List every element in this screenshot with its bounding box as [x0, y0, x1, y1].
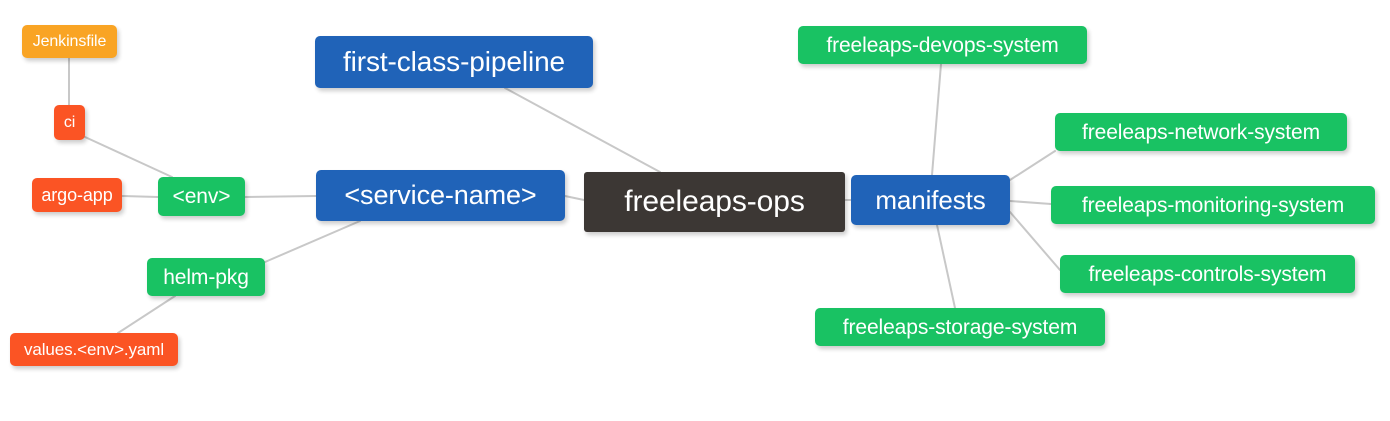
node-label: manifests	[875, 185, 986, 215]
node-label: <env>	[172, 185, 231, 208]
edge-first-class-pipeline-to-freeleaps-ops	[504, 87, 661, 173]
node-label: freeleaps-controls-system	[1088, 262, 1327, 286]
node-label: freeleaps-devops-system	[826, 33, 1059, 57]
edge-values-env-yaml-to-helm-pkg	[117, 295, 176, 334]
node-first-class-pipeline[interactable]: first-class-pipeline	[315, 36, 593, 88]
edge-freeleaps-devops-system-to-manifests	[931, 63, 942, 176]
node-label: Jenkinsfile	[32, 32, 107, 50]
edge-freeleaps-network-system-to-manifests	[1009, 150, 1056, 181]
node-label: freeleaps-monitoring-system	[1081, 193, 1345, 217]
node-label: first-class-pipeline	[342, 46, 566, 77]
node-label: ci	[63, 113, 76, 131]
node-env[interactable]: <env>	[158, 177, 245, 216]
edge-freeleaps-storage-system-to-manifests	[936, 224, 956, 309]
edge-ci-to-env	[84, 136, 173, 178]
node-label: freeleaps-storage-system	[842, 315, 1078, 339]
edge-env-to-service-name	[244, 195, 317, 198]
node-label: <service-name>	[344, 180, 537, 210]
edge-argo-app-to-env	[121, 195, 159, 198]
node-service-name[interactable]: <service-name>	[316, 170, 565, 221]
node-freeleaps-network-system[interactable]: freeleaps-network-system	[1055, 113, 1347, 151]
node-freeleaps-ops[interactable]: freeleaps-ops	[584, 172, 845, 232]
node-manifests[interactable]: manifests	[851, 175, 1010, 225]
node-label: freeleaps-network-system	[1081, 120, 1320, 144]
node-label: helm-pkg	[163, 265, 249, 289]
node-label: argo-app	[41, 185, 113, 205]
node-freeleaps-monitoring-system[interactable]: freeleaps-monitoring-system	[1051, 186, 1375, 224]
node-values-env-yaml[interactable]: values.<env>.yaml	[10, 333, 178, 366]
edge-helm-pkg-to-service-name	[264, 220, 361, 263]
node-label: values.<env>.yaml	[23, 340, 165, 359]
node-freeleaps-devops-system[interactable]: freeleaps-devops-system	[798, 26, 1087, 64]
node-freeleaps-controls-system[interactable]: freeleaps-controls-system	[1060, 255, 1355, 293]
node-jenkinsfile[interactable]: Jenkinsfile	[22, 25, 117, 58]
node-label: freeleaps-ops	[624, 185, 805, 218]
edge-freeleaps-monitoring-system-to-manifests	[1009, 200, 1052, 205]
node-freeleaps-storage-system[interactable]: freeleaps-storage-system	[815, 308, 1105, 346]
node-ci[interactable]: ci	[54, 105, 85, 140]
node-argo-app[interactable]: argo-app	[32, 178, 122, 212]
node-helm-pkg[interactable]: helm-pkg	[147, 258, 265, 296]
edge-service-name-to-freeleaps-ops	[564, 195, 585, 201]
